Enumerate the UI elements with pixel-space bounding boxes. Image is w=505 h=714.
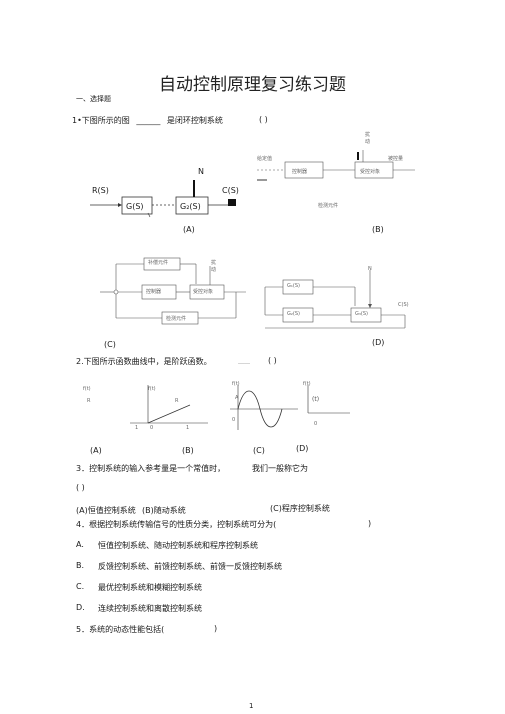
q3-paren: ( ): [76, 483, 85, 492]
q2-d-zero: 0: [314, 421, 318, 427]
q1-blank: ______: [136, 116, 161, 125]
q2-graph-d: [307, 385, 350, 414]
figb-output: 被控量: [388, 156, 404, 162]
q2-label-b: (B): [182, 446, 194, 455]
q2-label-c: (C): [253, 446, 265, 455]
figc-ctrl-label: 控制器: [146, 289, 162, 295]
q3-text2: 我们一般称它为: [252, 464, 308, 473]
figc-plant-label: 受控对象: [193, 289, 214, 295]
figc-comp-label: 补偿元件: [148, 260, 169, 266]
q2-c-ylabel: f(t): [232, 381, 240, 387]
q2-graph-b: [130, 385, 208, 424]
q4-close: ): [368, 519, 372, 528]
figa-g2-label: G₂(S): [180, 202, 201, 211]
figd-label: (D): [372, 338, 385, 347]
figa-g1-label: G(S): [126, 202, 144, 211]
section-heading: 一、选择题: [76, 95, 111, 103]
q2-b-zero: 0: [150, 425, 154, 431]
q1-paren: ( ): [259, 115, 268, 124]
q3-option-c: (C)程序控制系统: [270, 504, 330, 513]
page-title: 自动控制原理复习练习题: [159, 75, 346, 95]
figb-ctrl-label: 控制器: [292, 169, 308, 175]
q2-c-A: A: [235, 395, 239, 401]
q3-option-b: (B)随动系统: [142, 506, 186, 515]
figd-g3-label: G₃(S): [355, 311, 368, 317]
q2-text2: 是阶跃函数。: [163, 357, 212, 366]
q1-text2: 是闭环控制系统: [166, 116, 223, 125]
q4-option-d: 连续控制系统和离散控制系统: [98, 604, 202, 613]
figa-disturbance: N: [198, 167, 204, 176]
figb-setpoint: 给定值: [257, 156, 273, 162]
figa-label: (A): [183, 225, 195, 234]
figa-block-g1: [121, 196, 153, 215]
figc-sensor-label: 检测元件: [166, 316, 187, 322]
figa-output: C(S): [222, 186, 239, 195]
q2-b-R: R: [175, 398, 179, 404]
q2-d-ylabel: f(t): [303, 381, 311, 387]
q4-option-a-letter: A.: [76, 540, 84, 549]
figb-plant-label: 受控对象: [360, 169, 381, 175]
figd-g1-label: G₁(S): [287, 283, 300, 289]
question-4: 4．根据控制系统传输信号的性质分类，控制系统可分为(: [76, 520, 277, 529]
q5-close: ): [214, 624, 218, 633]
figure-c-diagram: [100, 257, 246, 325]
q4-option-b-letter: B.: [76, 561, 85, 570]
q2-dots: ……: [238, 359, 250, 366]
q2-c-zero: 0: [232, 417, 236, 423]
q2-label-a: (A): [90, 446, 102, 455]
q4-option-a: 恒值控制系统、随动控制系统和程序控制系统: [98, 541, 258, 550]
question-3: 3．控制系统的输入参考量是一个常值时，: [76, 464, 226, 473]
q2-text: 2.下图所示函数曲线中，: [76, 357, 164, 366]
page-number: 1: [249, 702, 254, 710]
figc-disturbance: 扰动: [211, 260, 217, 273]
figd-g2-label: G₂(S): [287, 311, 300, 317]
q4-option-d-letter: D.: [76, 603, 85, 612]
q2-b-one: 1: [186, 425, 190, 431]
q2-label-d: (D): [296, 444, 309, 453]
figd-disturbance: N: [368, 266, 372, 272]
q2-b-neg1: 1: [135, 425, 139, 431]
q2-d-t: (t): [312, 396, 320, 403]
q4-option-c-letter: C.: [76, 582, 85, 591]
figure-b-diagram: [257, 150, 415, 181]
figd-output: C(S): [398, 302, 409, 308]
question-1: 1•下图所示的图 ______ 是闭环控制系统: [72, 115, 223, 126]
q2-graph-c: [230, 385, 298, 430]
figb-disturbance: 扰动: [365, 132, 371, 145]
q2-paren: ( ): [268, 356, 277, 365]
question-5: 5．系统的动态性能包括(: [76, 625, 165, 634]
question-2: 2.下图所示函数曲线中，是阶跃函数。: [76, 356, 212, 367]
q2-b-ylabel: f(t): [148, 386, 156, 392]
q2-a-ylabel: f(t): [83, 386, 91, 392]
figa-input: R(S): [92, 186, 109, 195]
q4-option-b: 反馈控制系统、前馈控制系统、前馈一反馈控制系统: [98, 562, 282, 571]
q4-option-c: 最优控制系统和模糊控制系统: [98, 583, 202, 592]
q1-text: 1•下图所示的图: [72, 116, 130, 125]
figb-label: (B): [372, 225, 384, 234]
figure-d-diagram: [264, 270, 406, 329]
figa-block-g2: [175, 196, 209, 215]
figc-label: (C): [104, 340, 116, 349]
figb-sensor: 检测元件: [318, 203, 339, 209]
q3-option-a: (A)恒值控制系统: [76, 506, 136, 515]
q2-a-R: R: [87, 398, 91, 404]
figure-a-diagram: [90, 180, 236, 218]
